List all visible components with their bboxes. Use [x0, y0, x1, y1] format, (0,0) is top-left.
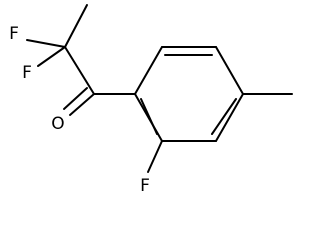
chemical-structure-diagram: F F O F: [9, 4, 293, 196]
bond-cf2-f-left: [37, 46, 66, 67]
bond-carbonyl-o-2: [63, 87, 88, 110]
ring-bond-c4-c5: [215, 93, 244, 142]
bond-ring-f: [147, 140, 163, 173]
bond-cf2-methyl: [64, 4, 88, 48]
bond-cf2-carbonyl: [64, 46, 95, 95]
bond-carbonyl-o-1: [69, 93, 95, 116]
ring-bond-c1-c2: [134, 46, 163, 95]
ring-inner-bond-left: [140, 98, 158, 135]
atom-label-f-top: F: [9, 24, 19, 44]
atom-label-f-left: F: [22, 63, 32, 83]
ring-inner-bond-right: [211, 98, 237, 135]
atom-label-f-ring: F: [140, 176, 150, 196]
bond-cf2-f-top: [26, 39, 66, 48]
atom-label-o: O: [51, 114, 64, 134]
ring-bond-c3-c4: [215, 46, 244, 95]
